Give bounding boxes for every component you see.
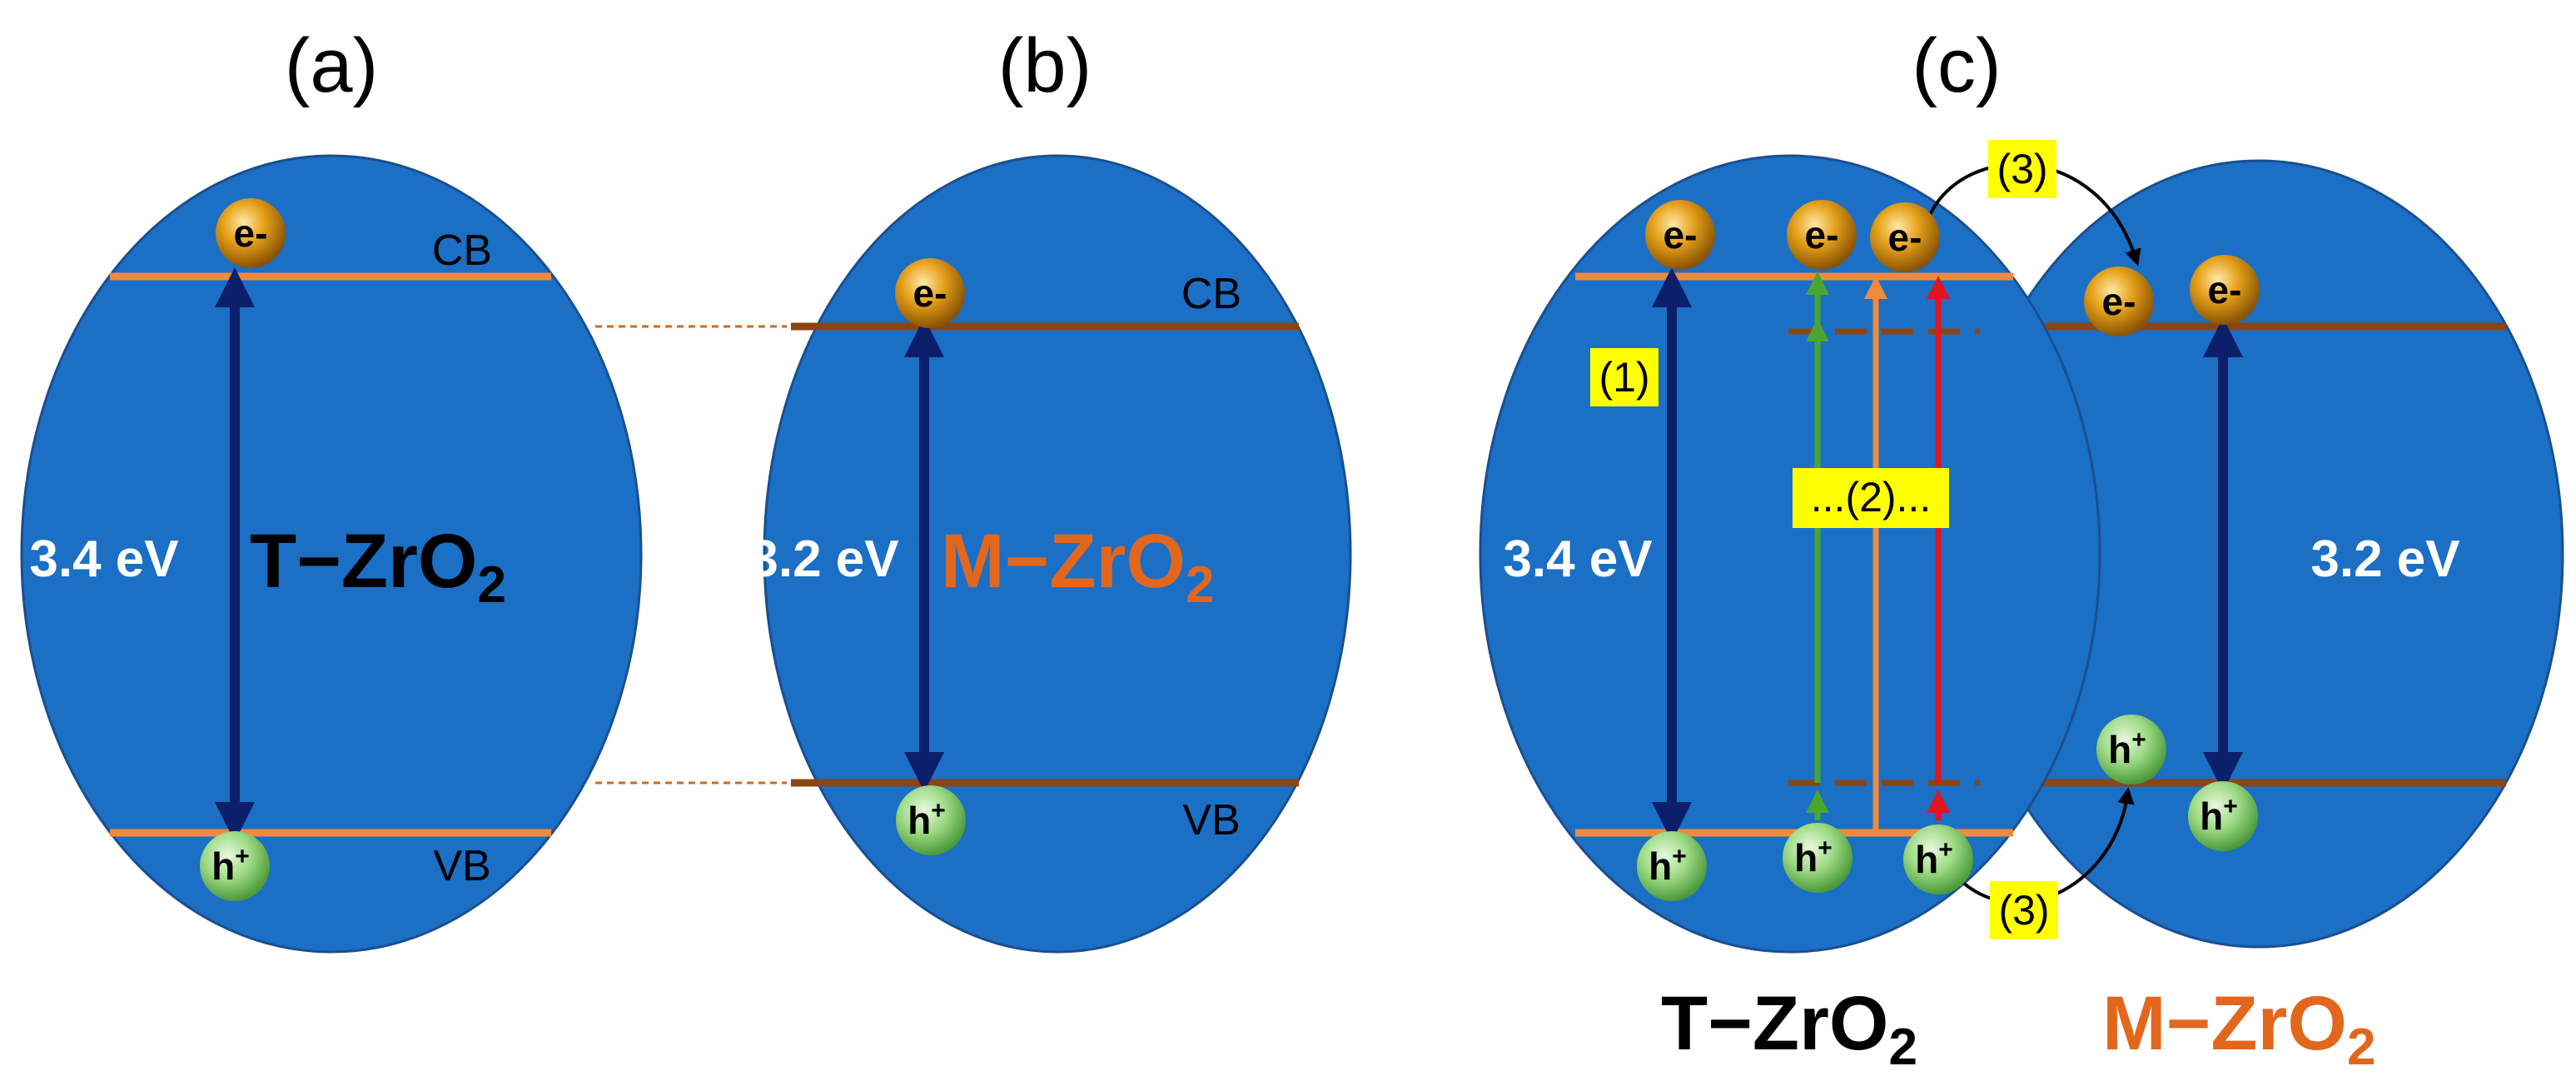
hole-icon: h+ (1903, 824, 1973, 894)
step-2-highlight (1793, 468, 1949, 528)
electron-icon: e- (1645, 200, 1715, 270)
svg-text:e-: e- (913, 272, 947, 315)
electron-icon: e- (216, 198, 286, 268)
panel-c-label: (c) (1912, 23, 2001, 108)
material-label-t-zro2: T−ZrO2 (250, 519, 506, 614)
hole-icon: h+ (200, 831, 270, 901)
svg-text:e-: e- (1663, 213, 1698, 257)
t-zro2-band-gap-value: 3.4 eV (1503, 531, 1652, 588)
step-1-label: (1) (1599, 354, 1649, 401)
panel-b-label: (b) (998, 23, 1092, 108)
hole-icon: h+ (1783, 823, 1852, 893)
step-3-top-highlight (1988, 140, 2056, 198)
cb-label: CB (1181, 270, 1241, 318)
svg-text:h+: h+ (1794, 834, 1833, 879)
svg-text:e-: e- (2208, 268, 2242, 311)
svg-text:h+: h+ (211, 843, 250, 888)
svg-text:e-: e- (1888, 216, 1922, 259)
electron-icon: e- (1870, 202, 1940, 272)
svg-text:e-: e- (2102, 280, 2136, 323)
panel-a: (a) CB VB 3.4 eV T−ZrO2 e- h+ (20, 23, 643, 954)
electron-icon: e- (1787, 200, 1857, 270)
cb-label: CB (432, 227, 492, 275)
svg-text:h+: h+ (908, 797, 946, 842)
panel-a-label: (a) (285, 23, 378, 108)
svg-text:h+: h+ (1915, 836, 1953, 881)
hole-icon: h+ (2188, 781, 2258, 851)
electron-icon: e- (895, 258, 965, 328)
panel-c: (c) (1) ...(2)... (3) (1479, 23, 2564, 1076)
svg-text:h+: h+ (2200, 793, 2238, 838)
svg-text:h+: h+ (1649, 843, 1687, 888)
t-zro2-ellipse (20, 154, 643, 954)
band-gap-value: 3.4 eV (29, 531, 178, 588)
m-zro2-band-gap-value: 3.2 eV (2310, 531, 2459, 588)
svg-text:e-: e- (1805, 213, 1839, 257)
material-label-t-zro2: T−ZrO2 (1661, 981, 1917, 1076)
electron-icon: e- (2190, 255, 2260, 325)
band-gap-value: 3.2 eV (749, 531, 898, 588)
step-2-label: ...(2)... (1811, 474, 1931, 521)
hole-icon: h+ (896, 785, 966, 855)
electron-icon: e- (2084, 267, 2154, 336)
vb-label: VB (1182, 796, 1240, 844)
step-3-top-label: (3) (1997, 146, 2047, 192)
svg-text:e-: e- (234, 212, 268, 255)
hole-icon: h+ (1637, 831, 1707, 901)
material-label-m-zro2: M−ZrO2 (2102, 981, 2375, 1076)
hole-transfer-arrow (1962, 787, 2135, 904)
vb-label: VB (433, 842, 490, 890)
hole-icon: h+ (2096, 715, 2166, 785)
svg-text:h+: h+ (2108, 726, 2146, 771)
step-1-highlight (1590, 348, 1658, 406)
material-label-m-zro2: M−ZrO2 (941, 519, 1214, 614)
step-3-bottom-highlight (1990, 881, 2058, 939)
panel-b: (b) CB VB 3.2 eV M−ZrO2 e- h+ (749, 23, 1352, 954)
step-3-bottom-label: (3) (1998, 887, 2049, 934)
